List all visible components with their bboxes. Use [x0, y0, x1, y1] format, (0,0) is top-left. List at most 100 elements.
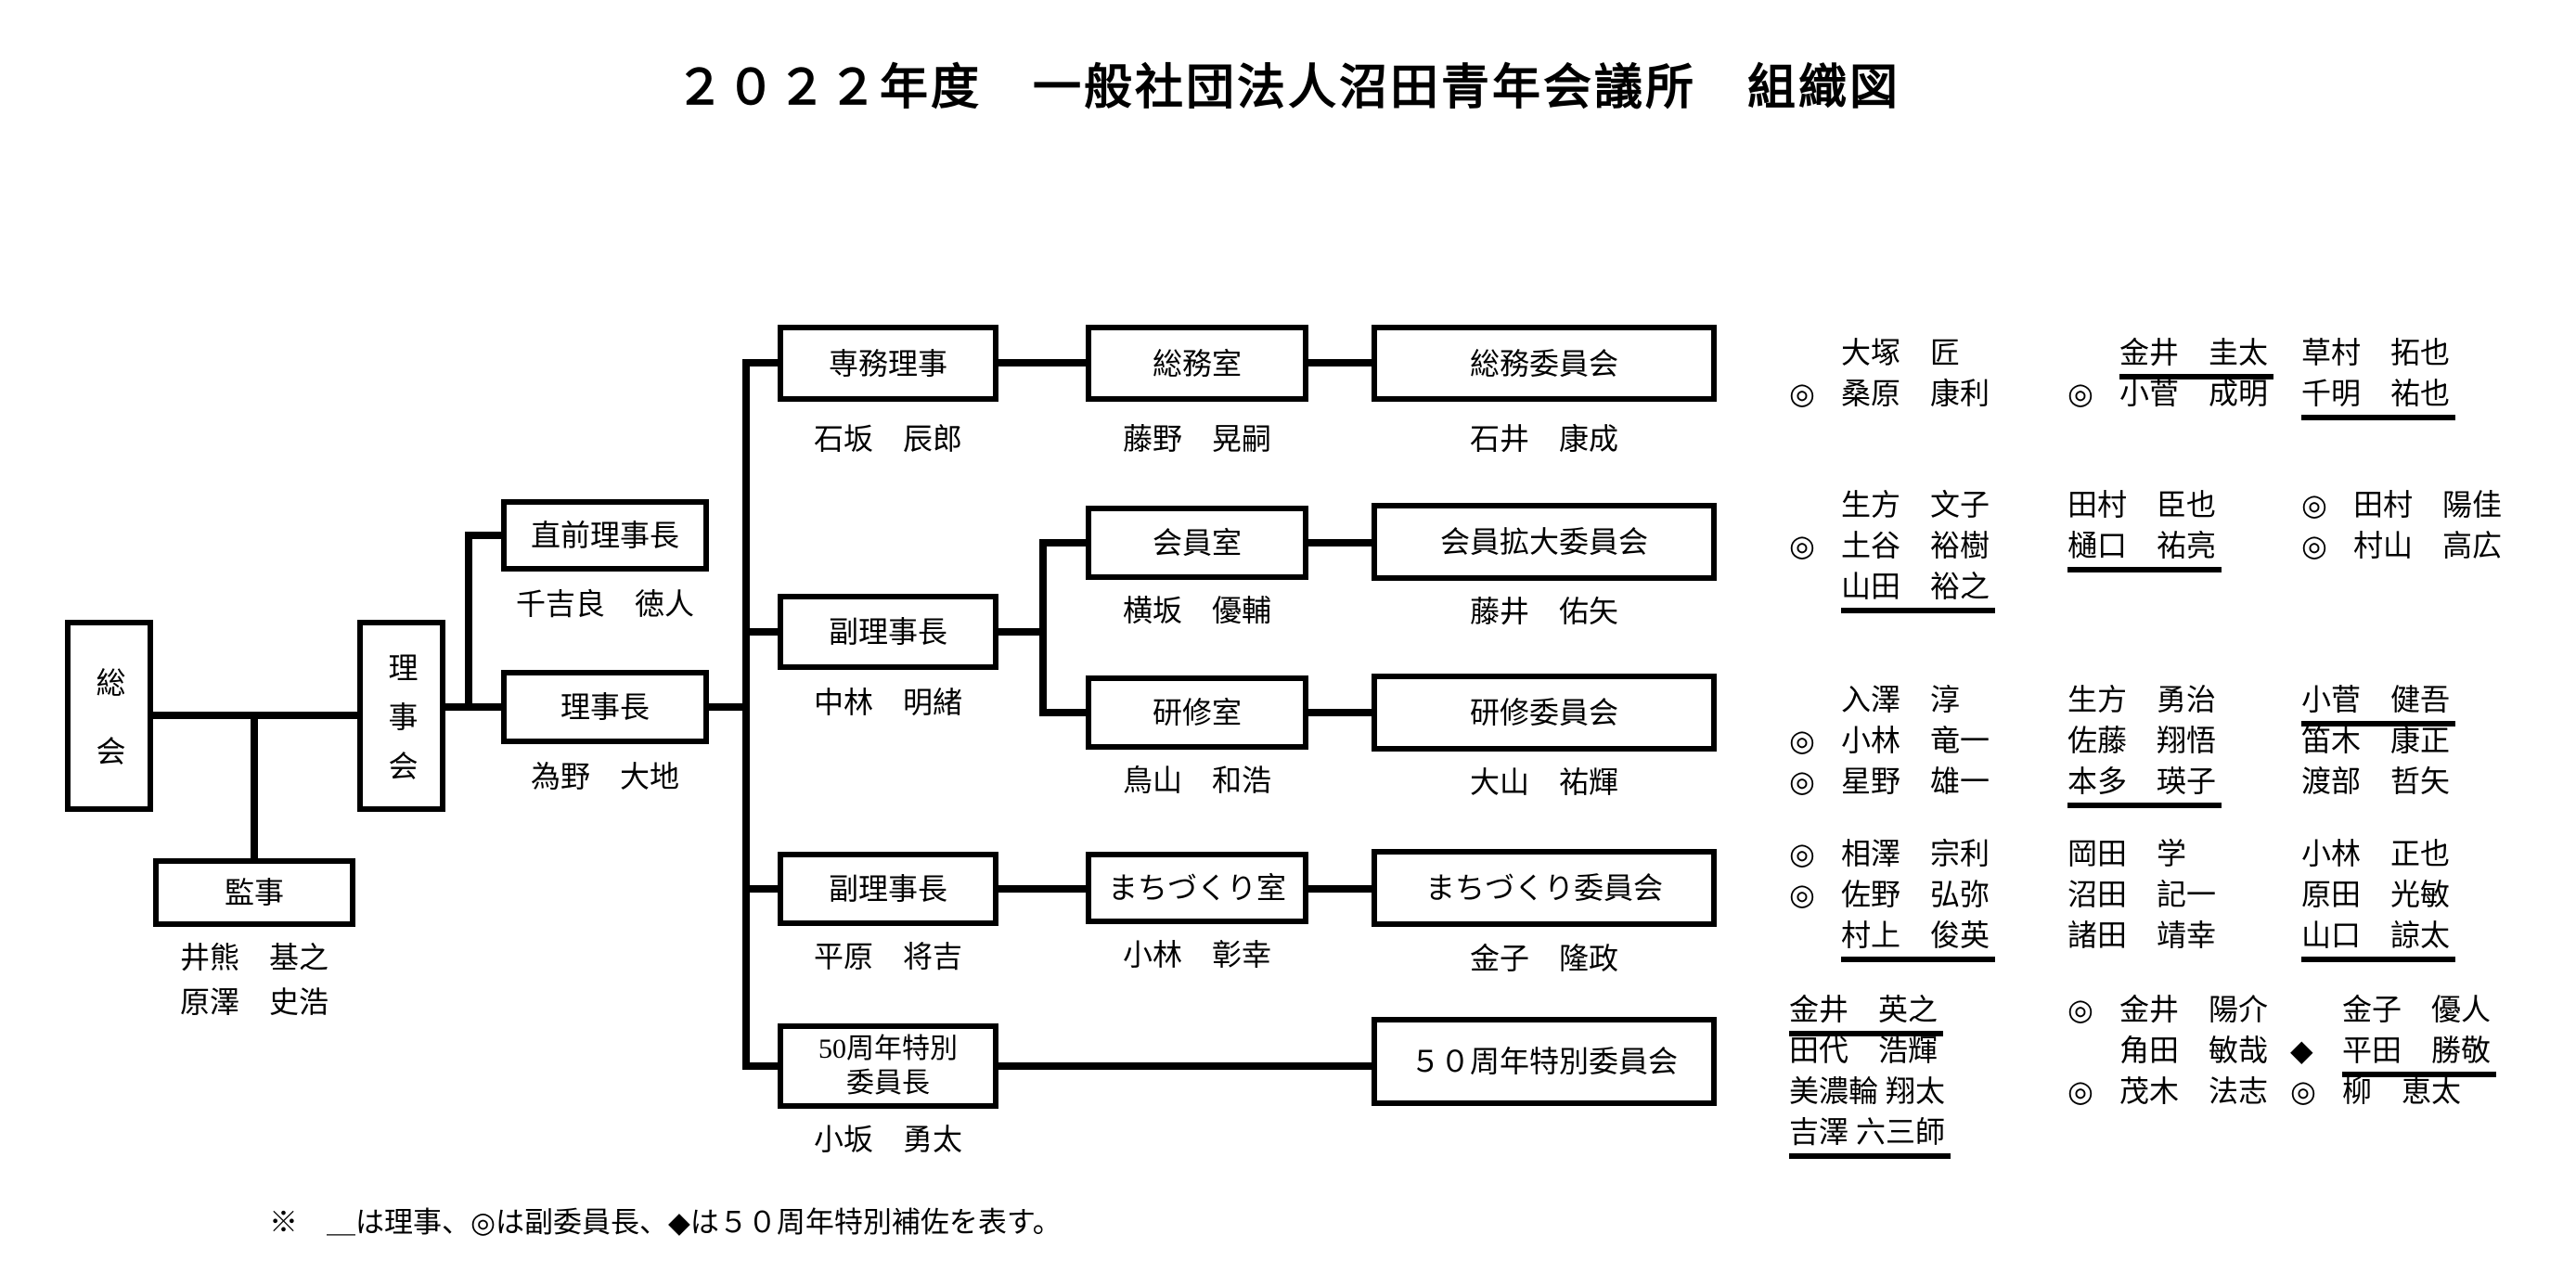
member-marker: ◎ — [2067, 1074, 2093, 1108]
member-marker: ◎ — [2290, 1074, 2316, 1108]
member-entry: 金井 英之 — [1789, 989, 1951, 1036]
node-community-building-committee-name: 金子 隆政 — [1469, 942, 1618, 975]
member-entry: 樋口 祐亮 — [2067, 525, 2222, 572]
member-entry: ◆平田 勝敬 — [2290, 1030, 2497, 1077]
member-name: 柳 恵太 — [2342, 1074, 2462, 1108]
roster-column: 入澤 淳 ◎小林 竜一 ◎星野 雄一 — [1789, 679, 1990, 802]
connector — [742, 359, 778, 366]
member-name: 角田 敏哉 — [2119, 1034, 2269, 1067]
node-vice-president-1: 副理事長 — [778, 594, 998, 670]
member-name: 岡田 学 — [2067, 837, 2187, 870]
roster-column: 草村 拓也 千明 祐也 — [2301, 332, 2456, 420]
member-name: 諸田 靖幸 — [2067, 919, 2217, 952]
roster-column: 金井 英之 田代 浩輝 美濃輪 翔太 吉澤 六三師 — [1789, 989, 1951, 1159]
member-name: 桑原 康利 — [1841, 377, 1990, 410]
member-entry: 生方 文子 — [1789, 484, 1995, 525]
member-marker: ◎ — [2301, 488, 2327, 521]
member-name: 生方 文子 — [1841, 488, 1990, 521]
member-name: 土谷 裕樹 — [1841, 529, 1990, 562]
connector — [1039, 539, 1086, 546]
member-entry: 本多 瑛子 — [2067, 761, 2222, 808]
member-name: 原田 光敏 — [2301, 878, 2451, 911]
member-entry: 山田 裕之 — [1789, 566, 1996, 613]
node-president: 理事長 — [501, 670, 709, 744]
node-membership-room: 会員室 — [1086, 506, 1308, 580]
member-entry: 美濃輪 翔太 — [1789, 1071, 1951, 1112]
legend-note: ※ ＿は理事、◎は副委員長、◆は５０周年特別補佐を表す。 — [269, 1206, 1062, 1239]
member-name: 茂木 法志 — [2119, 1074, 2269, 1108]
node-auditors: 監事 — [153, 858, 355, 927]
connector — [465, 532, 472, 711]
node-board-of-directors-label: 理事会 — [384, 651, 419, 800]
member-name: 渡部 哲矢 — [2301, 765, 2451, 798]
node-vice-president-2: 副理事長 — [778, 852, 998, 926]
member-entry: 岡田 学 — [2067, 833, 2216, 874]
connector — [742, 885, 778, 893]
member-name: 平田 勝敬 — [2342, 1030, 2497, 1077]
member-entry: ◎土谷 裕樹 — [1789, 525, 1995, 566]
node-vice-president-1-name: 中林 明緒 — [813, 686, 962, 719]
roster-column: ◎金井 陽介 角田 敏哉 ◎茂木 法志 — [2067, 989, 2268, 1112]
roster-column: 金井 圭太 ◎小菅 成明 — [2067, 332, 2274, 414]
auditor-name: 井熊 基之 — [179, 941, 328, 974]
node-community-building-room-name: 小林 彰幸 — [1122, 938, 1271, 971]
member-entry: 金子 優人 — [2290, 989, 2496, 1030]
node-50th-anniversary-committee: ５０周年特別委員会 — [1372, 1017, 1717, 1106]
node-50th-anniversary-chair: 50周年特別 委員長 — [778, 1023, 998, 1109]
node-board-of-directors: 理事会 — [357, 620, 445, 812]
node-training-committee-name: 大山 祐輝 — [1469, 765, 1618, 799]
node-executive-director: 専務理事 — [778, 325, 998, 402]
member-name: 美濃輪 翔太 — [1789, 1074, 1946, 1108]
member-marker: ◎ — [1789, 878, 1815, 911]
node-community-building-committee: まちづくり委員会 — [1372, 849, 1717, 927]
connector — [742, 359, 750, 1070]
member-name: 佐藤 翔悟 — [2067, 724, 2217, 757]
roster-column: 田村 臣也 樋口 祐亮 — [2067, 484, 2222, 572]
member-name: 小林 正也 — [2301, 837, 2451, 870]
connector — [1308, 709, 1372, 716]
connector — [998, 885, 1086, 893]
member-name: 本多 瑛子 — [2067, 761, 2222, 808]
member-name: 田代 浩輝 — [1789, 1034, 1938, 1067]
member-entry: 佐藤 翔悟 — [2067, 720, 2222, 761]
member-entry: 大塚 匠 — [1789, 332, 1990, 373]
node-vice-president-2-name: 平原 将吉 — [813, 940, 962, 973]
connector — [1039, 539, 1047, 716]
member-entry: 吉澤 六三師 — [1789, 1112, 1951, 1159]
roster-column: 小林 正也 原田 光敏 山口 諒太 — [2301, 833, 2456, 962]
member-entry: ◎相澤 宗利 — [1789, 833, 1995, 874]
member-entry: 笛木 康正 — [2301, 720, 2455, 761]
connector — [742, 1062, 778, 1070]
member-name: 大塚 匠 — [1841, 336, 1961, 369]
node-auditors-names: 井熊 基之 原澤 史浩 — [153, 935, 355, 1024]
node-general-affairs-committee-name: 石井 康成 — [1469, 422, 1618, 456]
member-name: 村山 高広 — [2353, 529, 2503, 562]
connector — [998, 359, 1086, 366]
member-marker: ◎ — [1789, 724, 1815, 757]
member-name: 金子 優人 — [2342, 993, 2492, 1026]
member-entry: ◎小林 竜一 — [1789, 720, 1990, 761]
connector — [998, 1062, 1372, 1070]
connector — [469, 532, 501, 539]
node-president-name: 為野 大地 — [530, 760, 679, 793]
member-entry: 諸田 靖幸 — [2067, 915, 2216, 956]
connector — [707, 703, 750, 711]
member-name: 村上 俊英 — [1841, 915, 1996, 962]
member-entry: 角田 敏哉 — [2067, 1030, 2268, 1071]
roster-column: 金子 優人 ◆平田 勝敬 ◎ 柳 恵太 — [2290, 989, 2497, 1112]
member-entry: 小菅 健吾 — [2301, 679, 2456, 727]
member-entry: 沼田 記一 — [2067, 874, 2216, 915]
member-name: 佐野 弘弥 — [1841, 878, 1990, 911]
connector — [1039, 709, 1086, 716]
node-50th-anniversary-chair-name: 小坂 勇太 — [813, 1123, 962, 1156]
member-entry: 山口 諒太 — [2301, 915, 2456, 962]
member-name: 笛木 康正 — [2301, 724, 2451, 757]
member-entry: ◎ 佐野 弘弥 — [1789, 874, 1995, 915]
node-training-room-name: 鳥山 和浩 — [1122, 764, 1271, 797]
member-marker: ◎ — [2067, 377, 2093, 410]
member-entry: 渡部 哲矢 — [2301, 761, 2455, 802]
member-name: 小菅 成明 — [2119, 377, 2269, 410]
roster-column: 生方 文子 ◎土谷 裕樹 山田 裕之 — [1789, 484, 1996, 613]
member-name: 沼田 記一 — [2067, 878, 2217, 911]
member-name: 田村 臣也 — [2067, 488, 2217, 521]
